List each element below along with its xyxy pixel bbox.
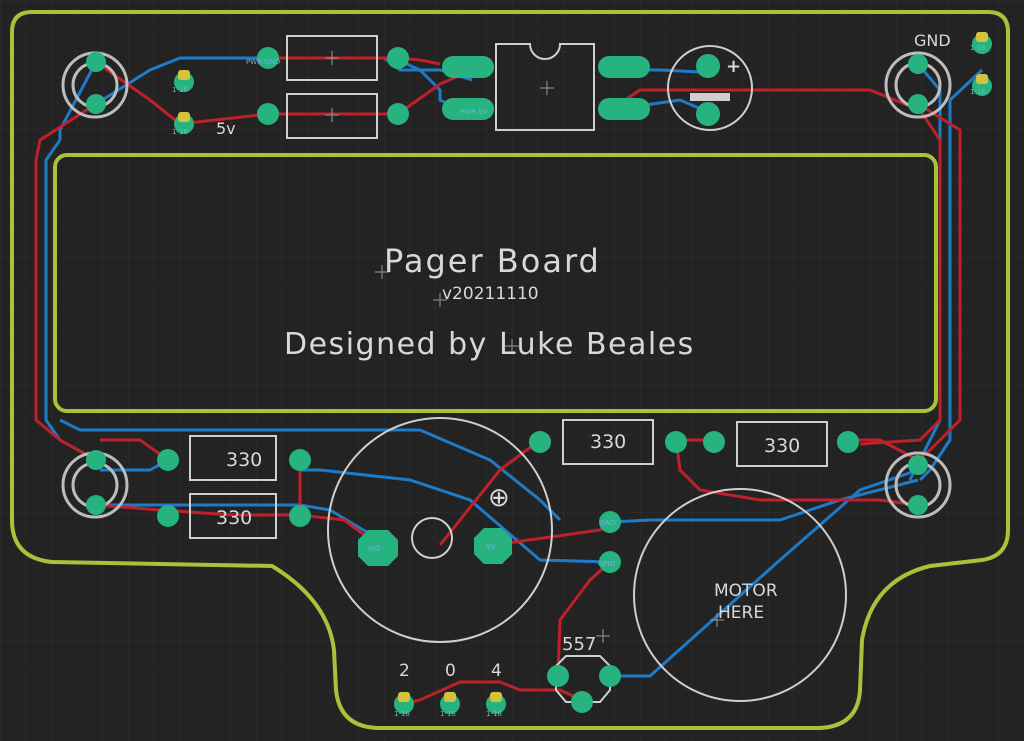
pad [387,103,409,125]
pad [599,665,621,687]
pad [599,551,621,573]
top-resistor-2-outline [286,93,378,139]
pad-text-pwr-5v: PWR 5V [460,108,488,116]
led-icon [976,32,988,42]
led-icon [398,692,410,702]
capacitor-outline [667,45,753,131]
led-icon [976,74,988,84]
pad-text-gnd: GND [600,519,616,527]
five-v-label: 5v [216,119,236,138]
resistor-330-b-label: 330 [216,507,252,529]
pad-text-led: 1-16 [970,44,986,52]
pad [696,102,720,126]
pad [442,98,494,120]
pad [86,495,106,515]
motor-label-line2: HERE [718,603,764,623]
led-icon [444,692,456,702]
top-resistor-1-outline [286,35,378,81]
pad [86,94,106,114]
motor-outline [633,488,847,702]
resistor-330-b-outline [189,493,277,539]
pad [474,528,512,564]
pad [547,665,569,687]
pad [598,98,650,120]
gnd-label: GND [914,31,951,50]
pad [703,431,725,453]
pad [598,56,650,78]
led-0-label: 0 [445,661,456,681]
mount-hole-bottom-right [884,451,952,519]
pad-text-5v: 5V [486,543,495,551]
pad [257,103,279,125]
pad [908,94,928,114]
lcd-window-outline [53,153,938,413]
pad [257,47,279,69]
board-version: v20211110 [442,284,539,304]
led-icon [490,692,502,702]
pads [86,34,992,714]
resistor-330-c-label: 330 [590,431,626,453]
regulator-outline [495,43,595,131]
pad [837,431,859,453]
pad [86,52,106,72]
pad [289,505,311,527]
board-title: Pager Board [384,242,601,280]
board-outline [10,10,1010,730]
pad [696,54,720,78]
resistor-330-d-label: 330 [764,435,800,457]
pad-text-led: 1-16 [394,710,410,718]
pad [358,530,398,566]
pad-text-sig: SIG [368,545,380,553]
leds [178,32,988,702]
pad [157,449,179,471]
origin-markers [325,51,724,643]
led-4-label: 4 [491,661,502,681]
pad [908,455,928,475]
resistor-330-c-outline [562,419,654,465]
mount-hole-top-right [884,51,952,119]
pad [529,431,551,453]
pad [908,495,928,515]
motor-label-line1: MOTOR [714,581,778,601]
pad [908,54,928,74]
pad [289,449,311,471]
pad [442,56,494,78]
capacitor-plus-label: + [726,56,741,77]
buzzer-outline [327,417,553,643]
pad-text-gpio: GPIO [598,560,616,568]
resistor-330-d-outline [736,421,828,467]
resistor-330-a-outline [189,435,277,481]
pad-labels: PWR GND PWR 5V 1-16 1-16 1-16 1-16 1-16 … [172,44,986,718]
pad-text-led: 1-16 [172,86,188,94]
pad-text-led: 1-16 [486,710,502,718]
pad [387,47,409,69]
pad [157,505,179,527]
pad [665,431,687,453]
board-credit: Designed by Luke Beales [284,327,695,362]
pad [599,511,621,533]
pad-text-led: 1-16 [440,710,456,718]
led-icon [178,112,190,122]
chip-557-label: 557 [562,634,596,655]
pad-text-pwr-gnd: PWR GND [246,58,280,66]
led-icon [178,70,190,80]
pad [86,450,106,470]
led-2-label: 2 [399,661,410,681]
buzzer-center-hole [411,517,453,559]
pad [571,691,593,713]
resistor-330-a-label: 330 [226,449,262,471]
pad-text-led: 1-16 [172,128,188,136]
buzzer-plus-label: ⊕ [488,483,510,513]
pad-text-led: 1-16 [970,88,986,96]
